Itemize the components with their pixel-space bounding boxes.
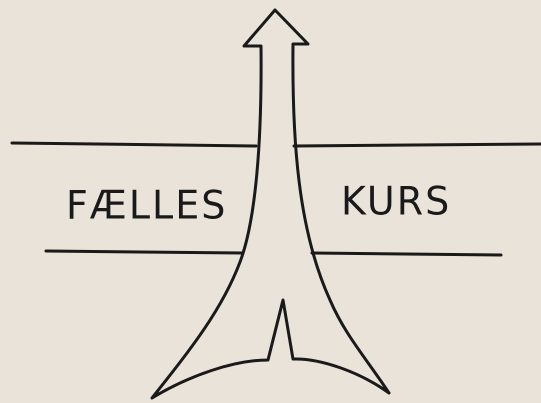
word-faelles: FÆLLES [66,186,227,225]
word-kurs: KURS [341,182,451,221]
bottom-horizontal-line [46,251,501,255]
top-horizontal-line [12,143,541,146]
